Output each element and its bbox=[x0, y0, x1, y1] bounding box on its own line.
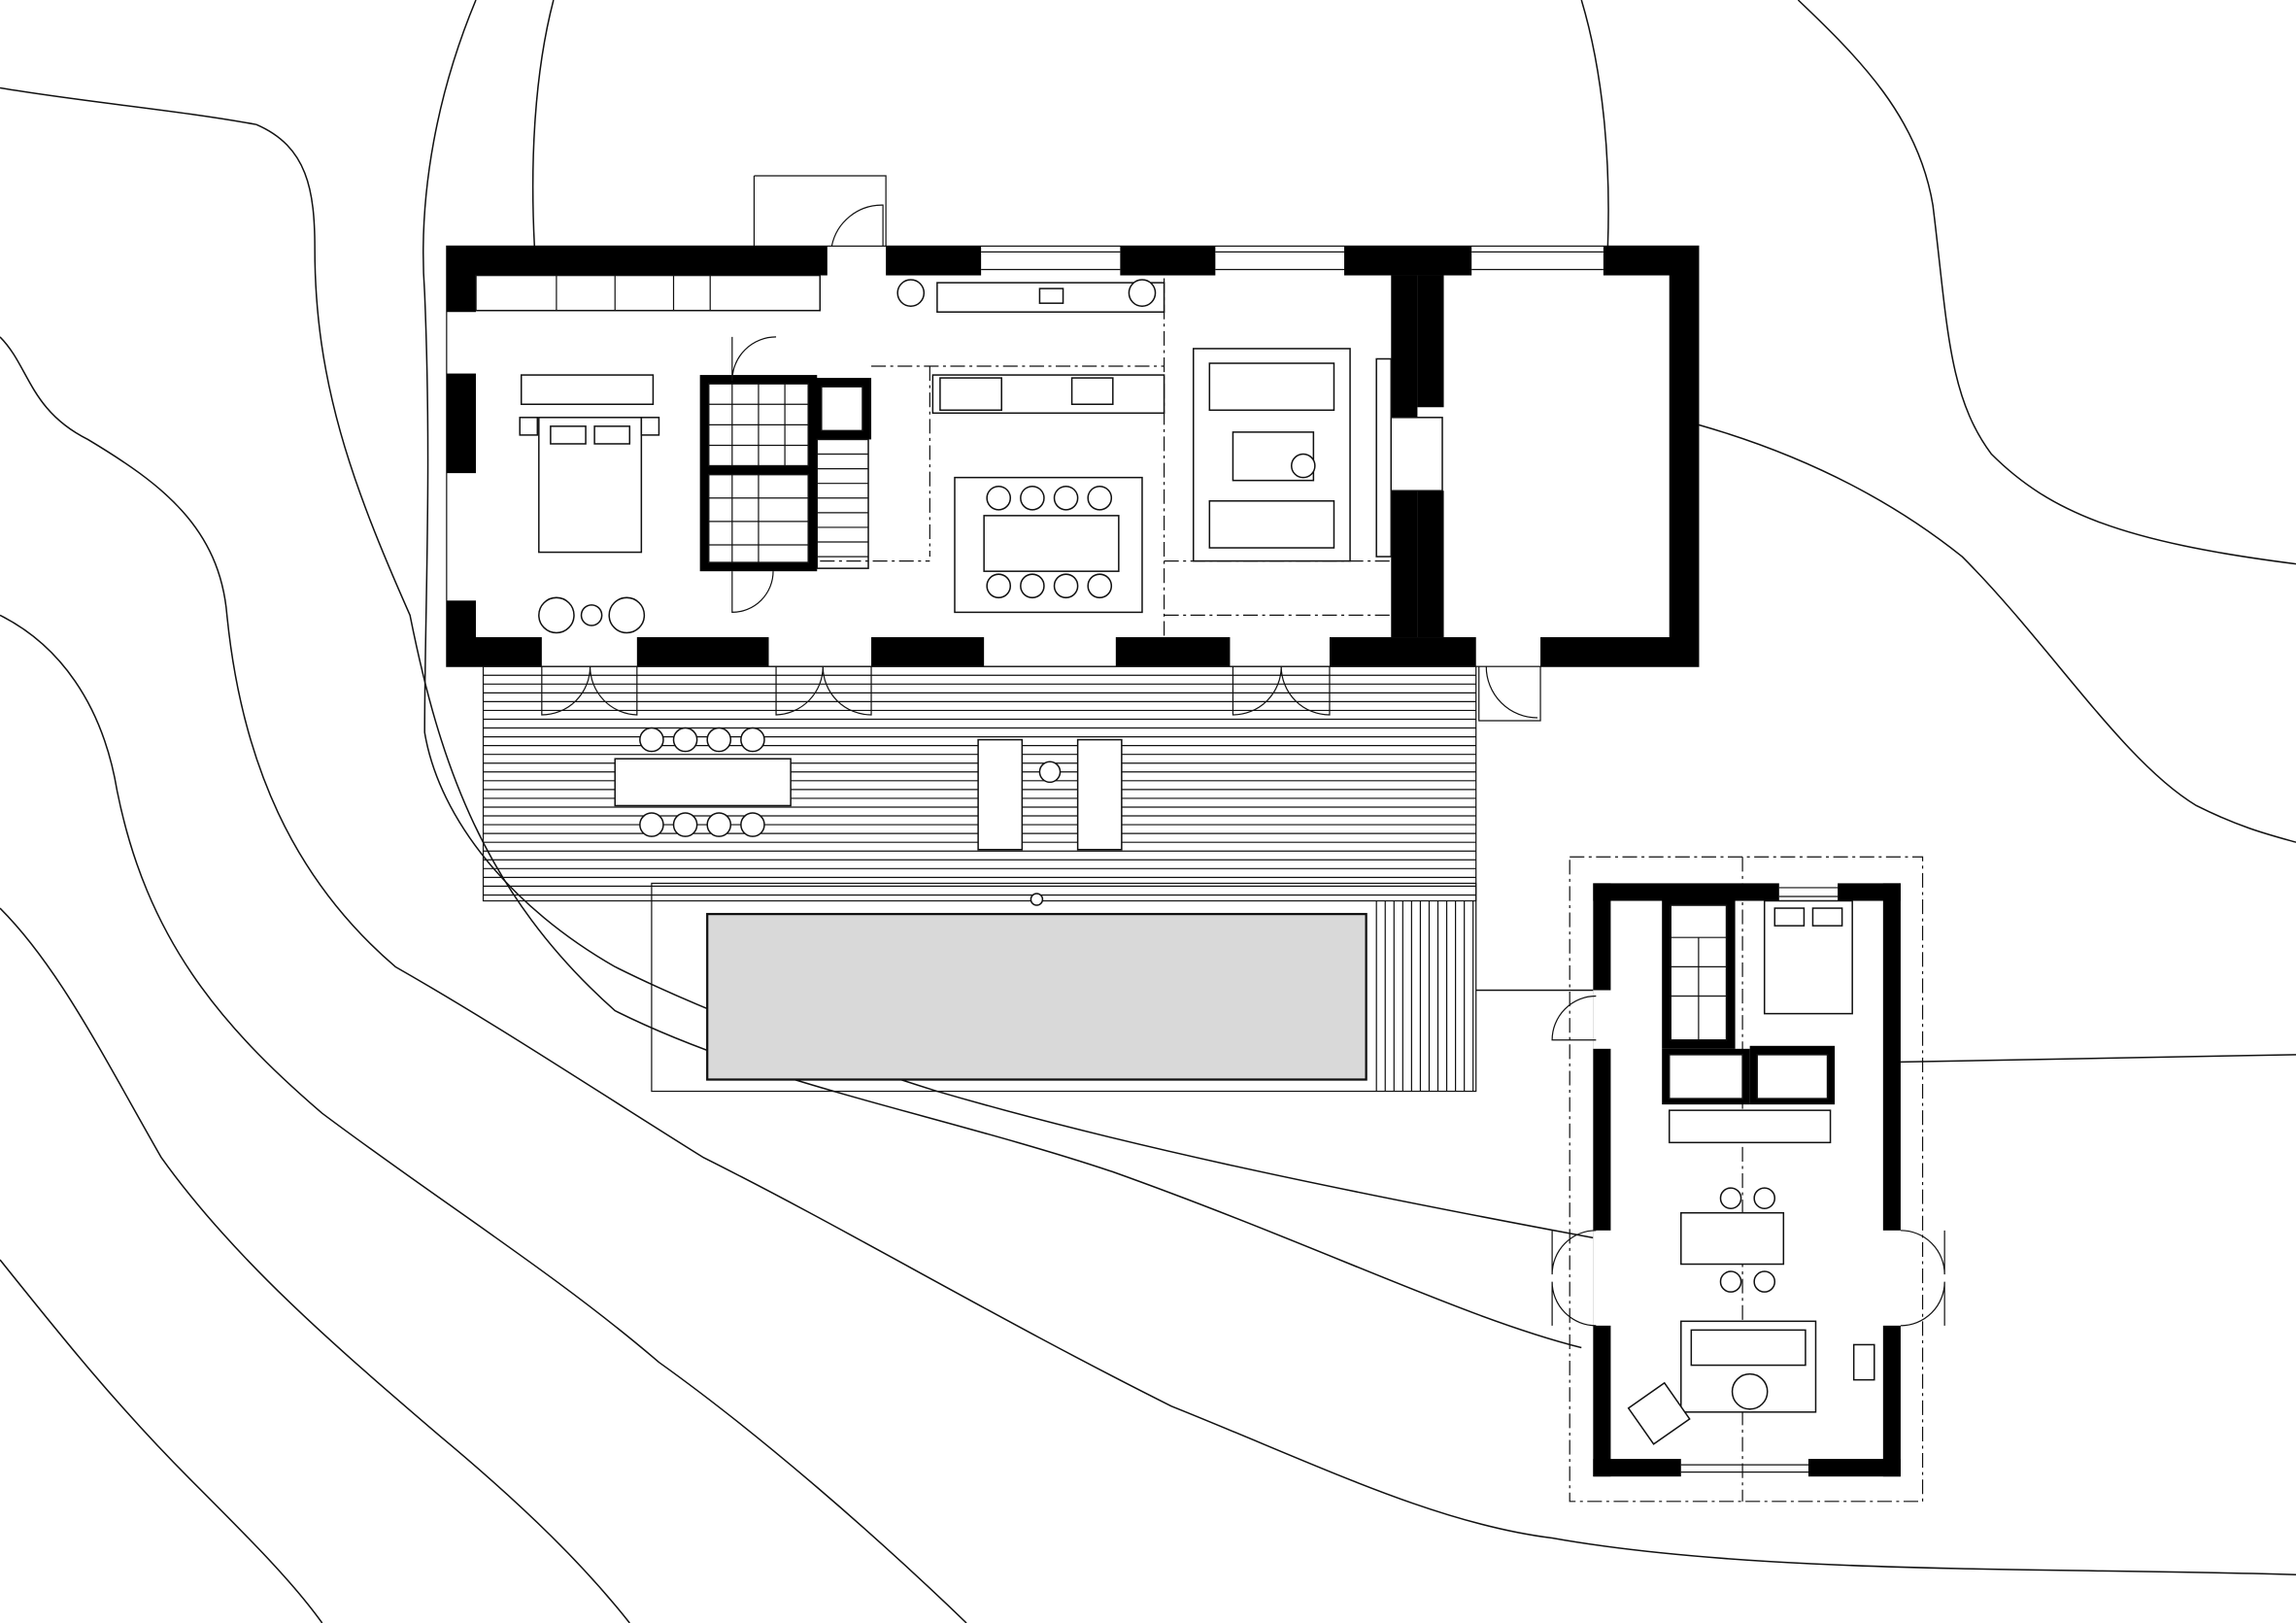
guest-chairs bbox=[1719, 1187, 1776, 1293]
main-house bbox=[446, 175, 1700, 722]
guest-house bbox=[1551, 856, 1945, 1503]
deck-chairs bbox=[639, 727, 765, 837]
dining-chairs bbox=[986, 485, 1113, 599]
deck bbox=[482, 665, 1477, 902]
pool bbox=[651, 882, 1477, 1093]
